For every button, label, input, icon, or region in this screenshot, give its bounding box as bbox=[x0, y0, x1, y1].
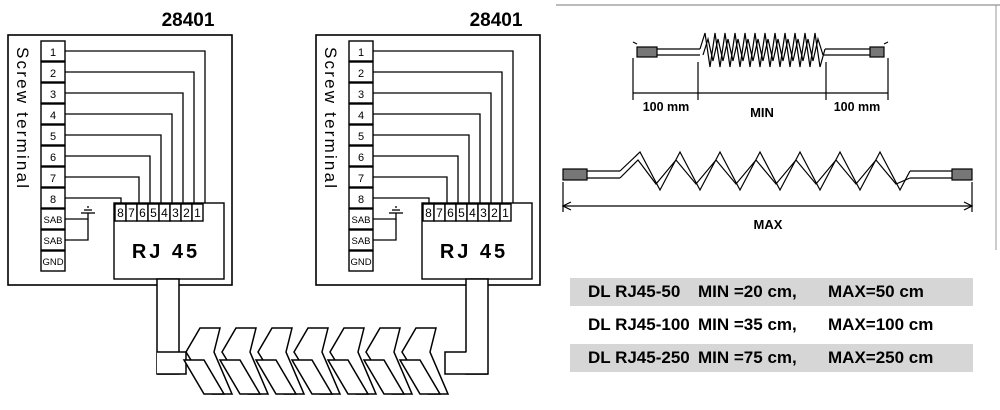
spec-min: MIN =75 cm, bbox=[698, 348, 797, 367]
pin-label: 6 bbox=[139, 206, 146, 220]
pin-label: 8 bbox=[425, 206, 432, 220]
pin-label: 2 bbox=[183, 206, 190, 220]
terminal-label: GND bbox=[350, 257, 371, 268]
terminal-label: SAB bbox=[351, 236, 370, 247]
terminal-label: 2 bbox=[50, 68, 56, 80]
spec-min: MIN =20 cm, bbox=[698, 282, 797, 301]
spec-model: DL RJ45-50 bbox=[588, 282, 681, 301]
terminal-label: 4 bbox=[50, 110, 56, 122]
spec-max: MAX=50 cm bbox=[828, 282, 924, 301]
spec-min: MIN =35 cm, bbox=[698, 315, 797, 334]
min-label: MIN bbox=[750, 105, 774, 120]
terminal-label: 1 bbox=[358, 47, 364, 59]
terminal-label: 8 bbox=[358, 194, 364, 206]
lead-left-label: 100 mm bbox=[643, 100, 690, 114]
pin-label: 3 bbox=[480, 206, 487, 220]
pin-label: 1 bbox=[502, 206, 509, 220]
screw-terminal-label: Screw terminal bbox=[13, 47, 32, 190]
pin-label: 4 bbox=[469, 206, 476, 220]
terminal-label: 3 bbox=[50, 89, 56, 101]
terminal-label: 6 bbox=[50, 152, 56, 164]
spec-table: DL RJ45-50 MIN =20 cm, MAX=50 cm DL RJ45… bbox=[570, 278, 973, 377]
pin-label: 6 bbox=[447, 206, 454, 220]
terminal-label: GND bbox=[42, 257, 63, 268]
rj45-label: RJ 45 bbox=[132, 241, 200, 263]
pin-label: 8 bbox=[117, 206, 124, 220]
terminal-label: 8 bbox=[50, 194, 56, 206]
pin-label: 7 bbox=[436, 206, 443, 220]
pin-label: 4 bbox=[161, 206, 168, 220]
module-model-label: 28401 bbox=[470, 10, 523, 31]
cable-max bbox=[561, 150, 974, 212]
terminal-label: 4 bbox=[358, 110, 364, 122]
pin-label: 5 bbox=[150, 206, 157, 220]
rj45-label: RJ 45 bbox=[440, 241, 508, 263]
screw-terminal-label: Screw terminal bbox=[321, 47, 340, 190]
module-left: 28401 Screw terminal 1 2 3 4 5 6 7 8 SAB… bbox=[7, 10, 233, 286]
terminal-label: 6 bbox=[358, 152, 364, 164]
spec-max: MAX=100 cm bbox=[828, 315, 934, 334]
spec-max: MAX=250 cm bbox=[828, 348, 934, 367]
lead-right-label: 100 mm bbox=[834, 100, 881, 114]
right-panel: 100 mm MIN 100 mm MAX bbox=[556, 4, 1000, 250]
terminal-label: SAB bbox=[351, 215, 370, 226]
spec-row: DL RJ45-250 MIN =75 cm, MAX=250 cm bbox=[570, 344, 973, 372]
coiled-cable bbox=[156, 278, 489, 395]
terminal-label: 7 bbox=[50, 173, 56, 185]
terminal-label: 5 bbox=[358, 131, 364, 143]
pin-label: 1 bbox=[194, 206, 201, 220]
pin-label: 2 bbox=[491, 206, 498, 220]
terminal-label: SAB bbox=[43, 236, 62, 247]
module-right: 28401 Screw terminal 1 2 3 4 5 6 7 8 SAB… bbox=[315, 10, 541, 286]
pin-label: 7 bbox=[128, 206, 135, 220]
spec-model: DL RJ45-100 bbox=[588, 315, 690, 334]
terminal-label: 3 bbox=[358, 89, 364, 101]
spec-row: DL RJ45-50 MIN =20 cm, MAX=50 cm bbox=[570, 278, 973, 306]
terminal-label: SAB bbox=[43, 215, 62, 226]
terminal-label: 5 bbox=[50, 131, 56, 143]
terminal-label: 7 bbox=[358, 173, 364, 185]
max-label: MAX bbox=[754, 217, 783, 232]
spec-row: DL RJ45-100 MIN =35 cm, MAX=100 cm bbox=[570, 311, 973, 339]
terminal-label: 2 bbox=[358, 68, 364, 80]
module-model-label: 28401 bbox=[162, 10, 215, 31]
pin-label: 5 bbox=[458, 206, 465, 220]
spec-model: DL RJ45-250 bbox=[588, 348, 690, 367]
terminal-label: 1 bbox=[50, 47, 56, 59]
cable-min bbox=[632, 32, 889, 100]
pin-label: 3 bbox=[172, 206, 179, 220]
